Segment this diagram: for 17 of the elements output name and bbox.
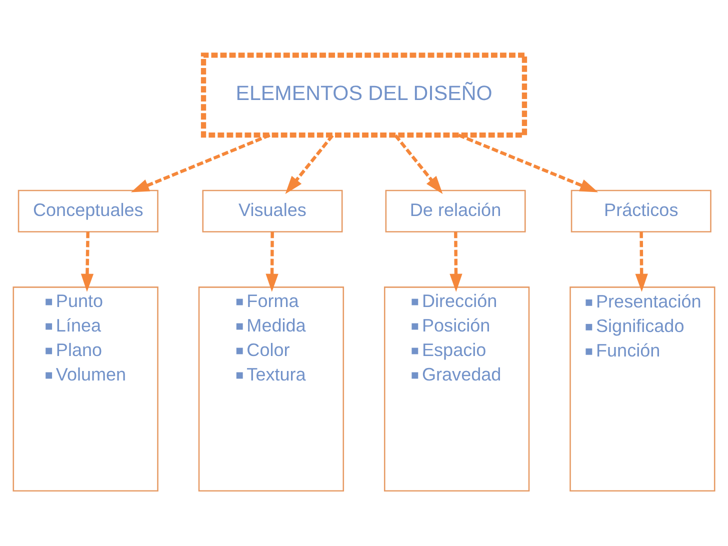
arrow [266,232,278,292]
arrow [635,232,648,292]
node-box: Punto Línea Plano Volumen [12,286,158,492]
arrow [450,232,462,292]
node-box: De relación [385,190,526,232]
node-box: ELEMENTOS DEL DISEÑO [200,52,528,138]
node-box: Presentación Significado Función [570,286,716,492]
arrow [285,134,334,194]
node-box: Prácticos [570,190,712,232]
arrow [458,134,598,192]
node-box: Visuales [202,190,343,232]
node-box: Conceptuales [18,190,158,232]
arrow [394,134,443,194]
arrow [80,232,94,292]
node-box: Forma Medida Color Textura [198,286,344,492]
arrow [130,134,270,192]
node-box: Dirección Posición Espacio Gravedad [384,286,530,492]
